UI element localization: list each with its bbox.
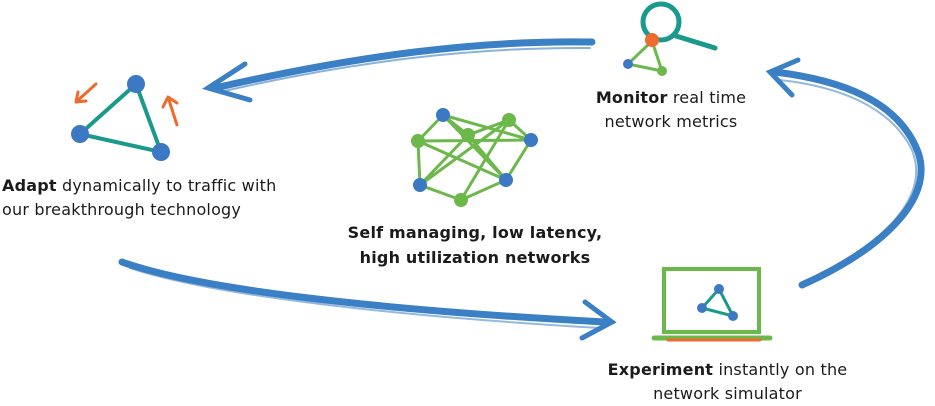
adapt-label: Adapt dynamically to traffic with our br… (2, 174, 302, 222)
center-text-1: Self managing, low latency, (347, 223, 603, 242)
arrow-adapt-to-experiment (118, 258, 617, 341)
adapt-title: Adapt (2, 176, 57, 195)
experiment-label: Experiment instantly on the network simu… (600, 358, 855, 406)
center-text-2: high utilization networks (359, 248, 591, 267)
experiment-title: Experiment (607, 360, 714, 379)
mesh-network-icon (411, 108, 538, 207)
adapt-text-1: dynamically to traffic with (56, 176, 277, 195)
adapt-text-2: our breakthrough technology (2, 200, 242, 219)
experiment-text-1: instantly on the (713, 360, 848, 379)
monitor-label: Monitor real time network metrics (586, 86, 756, 134)
magnifier-network-icon (623, 1, 718, 76)
experiment-text-2: network simulator (653, 384, 802, 403)
arrow-experiment-to-monitor (765, 57, 925, 289)
monitor-text-1: real time (667, 88, 747, 107)
center-label: Self managing, low latency, high utiliza… (345, 220, 605, 270)
triangle-network-icon (71, 75, 179, 161)
laptop-network-icon (651, 267, 773, 342)
monitor-title: Monitor (595, 88, 668, 107)
monitor-text-2: network metrics (604, 112, 738, 131)
arrow-monitor-to-adapt (202, 38, 596, 103)
